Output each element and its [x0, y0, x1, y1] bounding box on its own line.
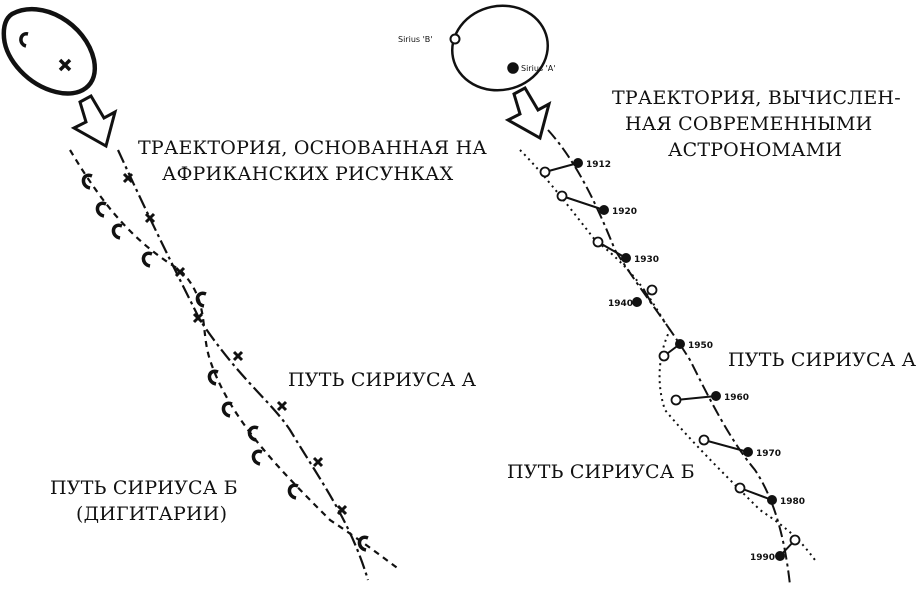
right-path-sirius-a — [547, 129, 791, 586]
year-label: 1960 — [724, 393, 749, 403]
right-orbit-label-sirius-a: Sirius 'A' — [521, 64, 555, 73]
left-diagram — [1, 7, 401, 581]
right-year-labels: 1912 1920 1930 1940 1950 1960 1970 1980 … — [586, 160, 805, 563]
left-path-sirius-a — [116, 149, 370, 581]
right-diagram — [449, 4, 816, 586]
right-orbit-ellipse — [450, 4, 550, 92]
year-label: 1990 — [750, 553, 775, 563]
right-orbit-sirius-a-marker — [507, 62, 519, 74]
left-oval — [1, 7, 98, 96]
right-title-line-3: АСТРОНОМАМИ — [668, 139, 842, 161]
left-oval-c-mark — [19, 32, 29, 48]
right-arrow-icon — [504, 85, 552, 141]
left-arrow-icon — [70, 93, 118, 149]
left-path-sirius-b — [69, 149, 401, 571]
year-label: 1950 — [688, 341, 713, 351]
left-c-marks — [81, 173, 369, 552]
left-title-line-2: АФРИКАНСКИХ РИСУНКАХ — [162, 163, 454, 185]
year-label: 1970 — [756, 449, 781, 459]
right-sirius-a-markers — [573, 158, 785, 561]
year-label: 1980 — [780, 497, 805, 507]
right-title-line-1: ТРАЕКТОРИЯ, ВЫЧИСЛЕН- — [612, 87, 901, 109]
right-label-sirius-b: ПУТЬ СИРИУСА Б — [507, 461, 695, 483]
year-label: 1940 — [608, 299, 633, 309]
left-x-marks — [122, 172, 348, 516]
year-label: 1920 — [612, 207, 637, 217]
left-label-sirius-b: ПУТЬ СИРИУСА Б — [50, 477, 238, 499]
right-sirius-b-markers — [539, 166, 801, 546]
right-orbit-sirius-b-marker — [449, 33, 461, 45]
right-label-sirius-a: ПУТЬ СИРИУСА А — [728, 349, 917, 371]
right-title-line-2: НАЯ СОВРЕМЕННЫМИ — [625, 113, 872, 135]
left-label-sirius-a: ПУТЬ СИРИУСА А — [288, 369, 477, 391]
right-orbit-label-sirius-b: Sirius 'B' — [398, 35, 432, 44]
left-title-line-1: ТРАЕКТОРИЯ, ОСНОВАННАЯ НА — [138, 137, 487, 159]
left-oval-x-mark — [58, 58, 72, 72]
year-label: 1930 — [634, 255, 659, 265]
left-label-digitaria: (ДИГИТАРИИ) — [76, 503, 227, 525]
year-label: 1912 — [586, 160, 611, 170]
